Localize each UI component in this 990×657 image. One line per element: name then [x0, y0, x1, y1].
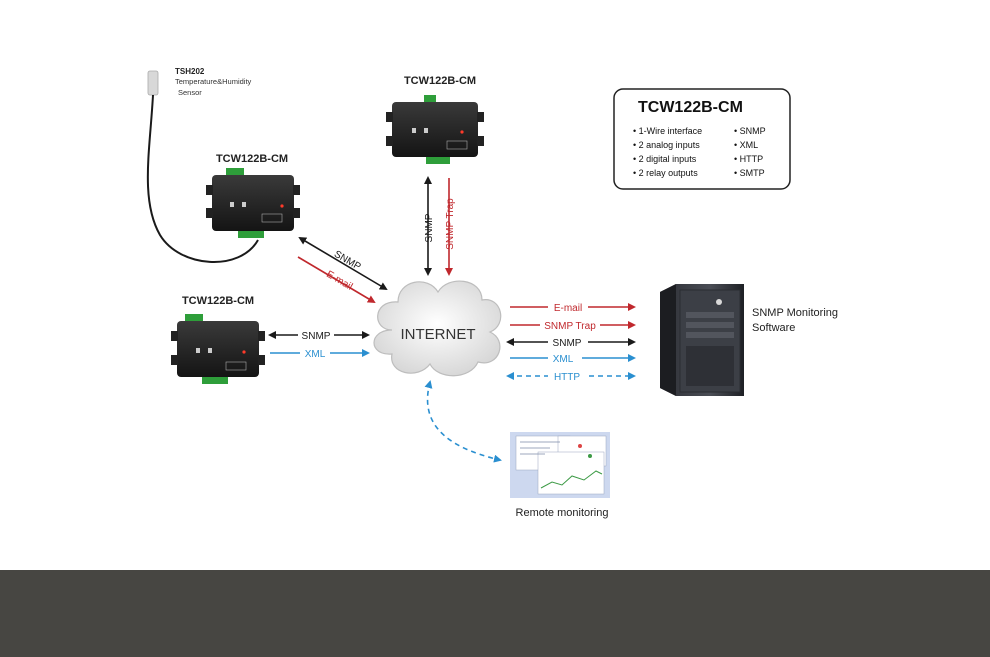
server-label-line2: Software [752, 322, 795, 334]
link-snmp-right-label: SNMP [553, 338, 582, 349]
link-email-mid [297, 256, 376, 304]
internet-cloud [373, 280, 502, 377]
spec-feature: • 2 analog inputs [633, 140, 700, 150]
link-snmp-mid [298, 236, 388, 291]
network-diagram: TSH202 Temperature&Humidity Sensor TCW12… [146, 67, 838, 519]
link-http-remote [424, 380, 502, 463]
link-xml-bottom-label: XML [305, 349, 326, 360]
link-snmp-trap-right-label: SNMP Trap [544, 321, 596, 332]
link-snmp-top-label: SNMP [424, 213, 435, 242]
link-email-mid-label: E-mail [324, 269, 354, 293]
link-snmp-mid-label: SNMP [332, 249, 363, 273]
sensor-model: TSH202 [175, 67, 205, 76]
device-top [386, 95, 484, 164]
link-email-right-label: E-mail [554, 303, 582, 314]
spec-protocol: • XML [734, 140, 758, 150]
spec-feature: • 2 digital inputs [633, 154, 697, 164]
footer-bar [0, 570, 990, 657]
link-snmp-bottom-label: SNMP [302, 331, 331, 342]
link-http-right-label: HTTP [554, 372, 580, 383]
device-left-mid [206, 168, 300, 238]
spec-box-title: TCW122B-CM [638, 99, 743, 116]
sensor-desc-line2: Sensor [178, 88, 202, 97]
device-top-label: TCW122B-CM [404, 75, 476, 87]
server-label-line1: SNMP Monitoring [752, 307, 838, 319]
device-left-bottom [171, 314, 265, 384]
spec-feature: • 2 relay outputs [633, 168, 698, 178]
spec-protocol: • SNMP [734, 126, 766, 136]
device-left-bottom-label: TCW122B-CM [182, 295, 254, 307]
remote-monitoring-screenshot [510, 432, 610, 498]
spec-protocol: • SMTP [734, 168, 765, 178]
link-snmp-trap-top-label: SNMP Trap [445, 198, 456, 250]
link-xml-right-label: XML [553, 354, 574, 365]
server-tower [660, 284, 744, 396]
sensor-probe [146, 70, 259, 263]
spec-protocol: • HTTP [734, 154, 763, 164]
remote-monitoring-label: Remote monitoring [516, 507, 609, 519]
spec-box [613, 88, 791, 190]
sensor-desc-line1: Temperature&Humidity [175, 77, 252, 86]
spec-feature: • 1-Wire interface [633, 126, 702, 136]
internet-label: INTERNET [401, 326, 476, 343]
device-left-mid-label: TCW122B-CM [216, 153, 288, 165]
